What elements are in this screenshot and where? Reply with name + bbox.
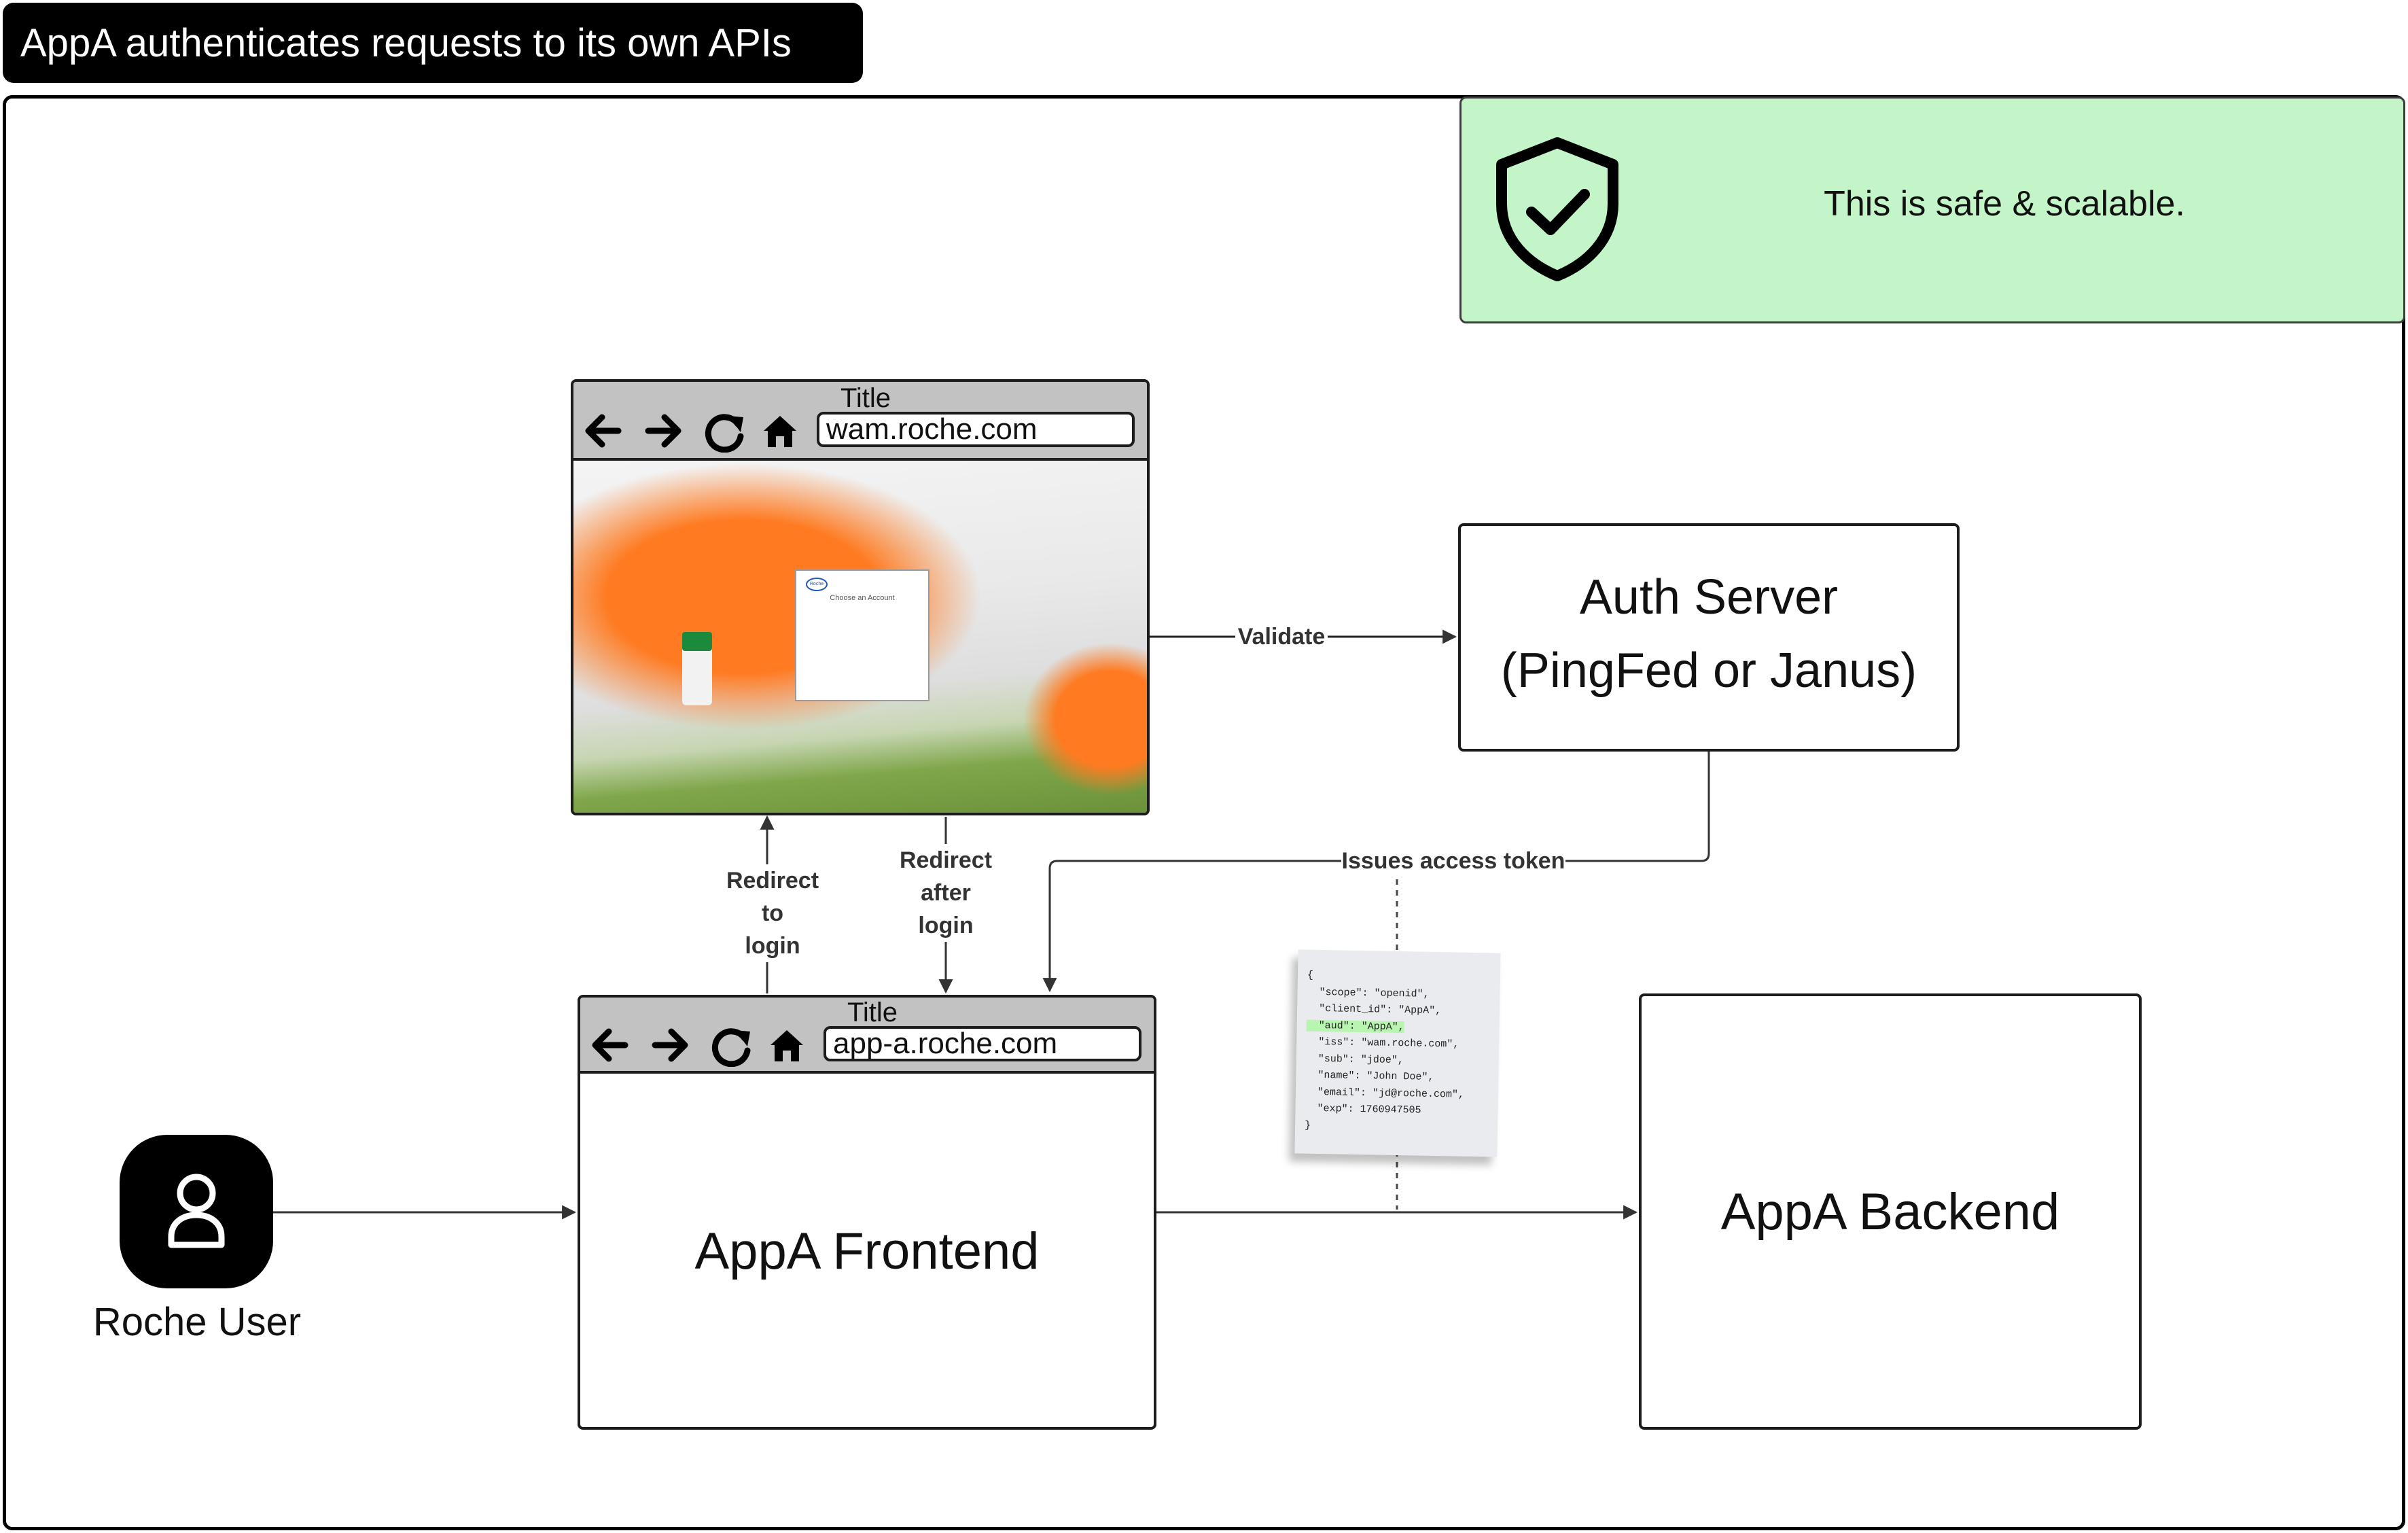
wam-browser-window: Title wam.roche.com Roche Choose a <box>571 379 1150 815</box>
reload-icon[interactable] <box>705 414 744 453</box>
auth-server-box: Auth Server (PingFed or Janus) <box>1458 523 1960 752</box>
user-label: Roche User <box>92 1300 302 1344</box>
vial-cap <box>682 632 712 651</box>
note-text: This is safe & scalable. <box>1824 184 2185 224</box>
app-browser-toolbar: Title app-a.roche.com <box>580 998 1154 1074</box>
edge-label-redirect-after-login: Redirect after login <box>894 844 997 942</box>
edge-label-redirect-to-login: Redirect to login <box>722 864 824 962</box>
vial-graphic <box>682 644 712 705</box>
login-card: Roche Choose an Account <box>795 569 929 701</box>
auth-server-line2: (PingFed or Janus) <box>1500 644 1917 698</box>
wam-url-bar[interactable]: wam.roche.com <box>817 412 1135 447</box>
roche-logo: Roche <box>806 578 828 591</box>
wam-nav-icons <box>585 414 796 453</box>
auth-server-line1: Auth Server <box>1579 570 1839 624</box>
app-browser-window: Title app-a.roche.com AppA Frontend <box>578 995 1156 1430</box>
access-token-note: { "scope": "openid", "client_id": "AppA"… <box>1294 949 1501 1157</box>
app-frontend-label: AppA Frontend <box>694 1222 1040 1280</box>
back-arrow-icon[interactable] <box>592 1028 628 1062</box>
user-avatar <box>120 1135 273 1288</box>
wam-browser-title: Title <box>840 383 891 413</box>
app-backend-label: AppA Backend <box>1720 1183 2060 1241</box>
home-icon[interactable] <box>771 1030 803 1061</box>
app-url-bar[interactable]: app-a.roche.com <box>824 1026 1141 1061</box>
forward-arrow-icon[interactable] <box>645 414 681 448</box>
back-arrow-icon[interactable] <box>585 414 622 448</box>
wam-browser-toolbar: Title wam.roche.com <box>573 382 1147 461</box>
app-backend-box: AppA Backend <box>1639 993 2142 1430</box>
edge-label-issues-token: Issues access token <box>1341 845 1565 877</box>
app-nav-icons <box>592 1028 803 1067</box>
home-icon[interactable] <box>764 416 796 447</box>
diagram-frame <box>3 95 2405 1530</box>
user-icon <box>168 1174 225 1248</box>
forward-arrow-icon[interactable] <box>652 1028 688 1062</box>
shield-check-icon <box>1496 137 1618 281</box>
diagram-title: AppA authenticates requests to its own A… <box>3 3 863 83</box>
wam-login-photo: Roche Choose an Account <box>573 461 1147 813</box>
app-browser-title: Title <box>847 998 898 1027</box>
reload-icon[interactable] <box>711 1028 751 1067</box>
edge-label-validate: Validate <box>1235 620 1328 653</box>
token-line: "exp": 1760947505 <box>1305 1102 1421 1116</box>
token-line: } <box>1304 1119 1311 1131</box>
login-card-text: Choose an Account <box>830 594 895 602</box>
